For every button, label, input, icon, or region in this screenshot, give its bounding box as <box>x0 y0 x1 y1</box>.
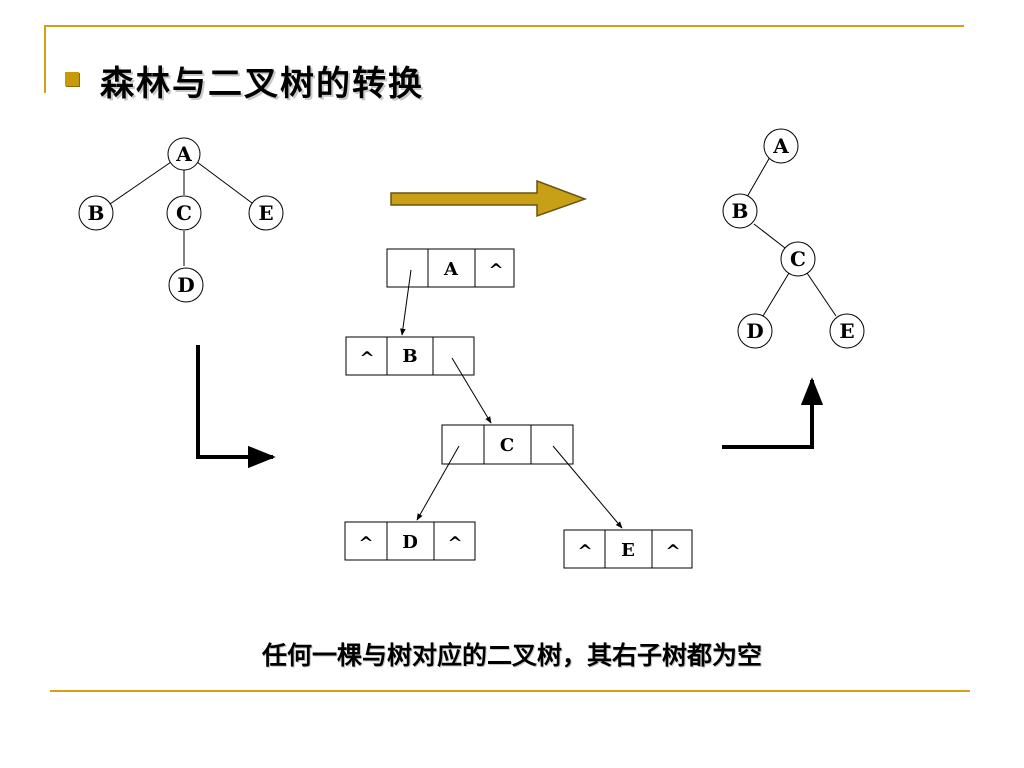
binary-tree-edges <box>746 156 837 317</box>
node-label: E <box>839 319 854 343</box>
binary-node-a: A <box>763 128 799 164</box>
cell-null-left: ^ <box>358 533 373 554</box>
forest-node-a: A <box>167 137 201 171</box>
node-label: E <box>258 201 273 225</box>
edge-a-b <box>109 161 172 205</box>
cell-data: E <box>621 540 635 561</box>
list-node-a: A ^ <box>386 248 515 288</box>
edge-a-e <box>196 161 253 204</box>
binary-node-d: D <box>737 313 773 349</box>
cell-data: A <box>443 259 459 280</box>
node-label: C <box>790 247 806 271</box>
list-node-b: ^ B <box>345 336 475 376</box>
forest-node-d: D <box>168 267 204 303</box>
cell-data: B <box>402 346 417 367</box>
binary-node-c: C <box>780 241 816 277</box>
edge-c-d <box>762 272 790 317</box>
pointer-arrows <box>400 269 623 529</box>
edge-b-c <box>753 223 786 249</box>
linked-representation: A ^ ^ B C ^ D ^ <box>344 248 693 569</box>
cell-null-right: ^ <box>665 541 680 562</box>
cell-null-right: ^ <box>488 260 503 281</box>
cell-data: C <box>500 435 514 456</box>
cell-null-left: ^ <box>359 348 374 369</box>
caption-text: 任何一棵与树对应的二叉树，其右子树都为空 <box>261 641 762 670</box>
pointer-c-to-e <box>552 445 623 529</box>
binary-node-b: B <box>722 193 758 229</box>
binary-tree: A B C D E <box>722 128 865 349</box>
right-up-l-arrow-icon <box>722 377 824 449</box>
slide-title: 森林与二叉树的转换 <box>100 64 424 104</box>
forest-tree-edges <box>109 161 253 266</box>
top-rule <box>44 25 964 27</box>
node-label: D <box>746 319 763 343</box>
forest-node-e: E <box>248 195 284 231</box>
list-node-c: C <box>441 424 574 465</box>
cell-data: D <box>402 532 418 553</box>
node-label: B <box>732 199 749 223</box>
list-node-d: ^ D ^ <box>344 521 476 561</box>
node-label: A <box>772 134 789 158</box>
node-label: A <box>175 142 192 166</box>
cell-null-right: ^ <box>447 533 462 554</box>
pointer-b-to-c <box>451 357 492 424</box>
big-right-arrow-icon <box>390 179 588 218</box>
left-rule <box>44 25 46 93</box>
pointer-c-to-d <box>416 445 460 521</box>
down-right-l-arrow-icon <box>196 345 276 469</box>
edge-a-b <box>746 156 771 198</box>
forest-tree: A B C E D <box>78 137 284 303</box>
forest-node-c: C <box>166 195 202 231</box>
node-label: C <box>176 201 192 225</box>
list-node-e: ^ E ^ <box>563 529 693 569</box>
binary-node-e: E <box>829 313 865 349</box>
bottom-rule <box>50 690 970 692</box>
bullet-square-icon <box>65 72 79 86</box>
cell-null-left: ^ <box>577 541 592 562</box>
pointer-a-to-b <box>400 269 412 336</box>
edge-c-e <box>806 272 837 317</box>
node-label: B <box>88 201 105 225</box>
node-label: D <box>177 273 194 297</box>
forest-node-b: B <box>78 195 114 231</box>
